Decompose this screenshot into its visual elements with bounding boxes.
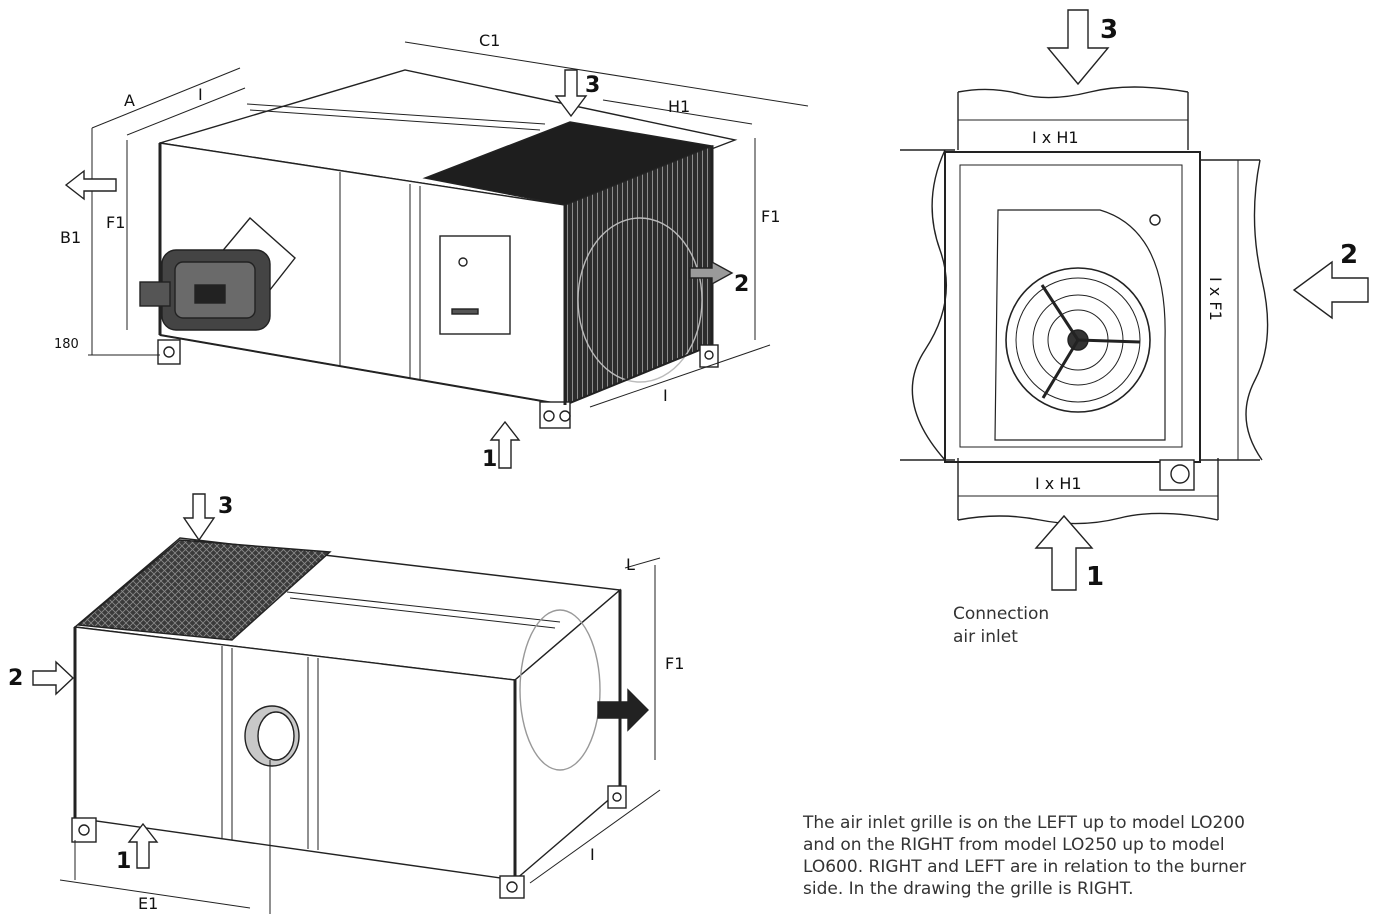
outlet-arrow-icon [64,169,117,201]
dimensions-top [88,41,809,408]
leg [157,339,181,365]
housing [944,151,1201,463]
front-view-arrows [1034,9,1369,591]
arrow-3-icon [554,69,588,118]
arrow-3-icon [1046,9,1110,86]
arrow-1-icon [127,822,159,869]
dim-l: L [626,555,635,574]
front-arrow-label-2: 2 [1340,240,1358,270]
dim-a: A [124,91,135,110]
duct-bottom [957,458,1219,525]
grille-note: The air inlet grille is on the LEFT up t… [803,812,1363,900]
leg [539,401,571,429]
burner [139,216,296,331]
top-grille [76,539,332,641]
arrow-label-2: 2 [8,666,23,691]
label-bottom-duct: I x H1 [1035,474,1082,493]
dim-e1: E1 [138,894,158,913]
duct-top [957,86,1189,150]
dim-180: 180 [54,337,79,352]
note-line-1: The air inlet grille is on the LEFT up t… [803,813,1245,833]
outlet-arrow-icon [597,688,649,732]
airflow-arrows-top [64,69,734,469]
dim-b1: B1 [60,228,81,247]
leg [499,875,525,899]
dimension-labels-top: A I C1 H1 F1 F1 B1 180 I [54,31,780,405]
arrow-3-icon [182,493,216,542]
arrow-2-icon [32,660,75,696]
leg [607,785,627,809]
caption-line-2: air inlet [953,627,1018,647]
arrow-label-2: 2 [734,272,749,297]
arrow-2-icon [1292,260,1369,320]
arrow-2-icon [689,260,734,286]
connection-caption: Connection air inlet [953,603,1113,649]
fan-scroll [994,209,1166,441]
dim-i: I [198,85,203,104]
label-top-duct: I x H1 [1032,128,1079,147]
airflow-arrows-bottom [32,493,649,869]
leg [699,344,719,368]
dim-f1: F1 [665,654,684,673]
arrow-1-icon [1034,514,1094,591]
note-line-2: and on the RIGHT from model LO250 up to … [803,835,1225,855]
arrow-label-1: 1 [482,447,497,472]
control-box [439,235,511,335]
fan-wheel [1005,267,1151,413]
label-side-duct: I x F1 [1206,277,1225,321]
dim-f1-right: F1 [761,207,780,226]
unit-iso-bottom [71,537,627,899]
front-view [900,86,1269,525]
dim-h1: H1 [668,97,690,116]
arrow-label-1: 1 [116,849,131,874]
dimensions-bottom [59,557,661,914]
front-arrow-label-1: 1 [1086,562,1104,592]
dim-i-bottom: I [663,386,668,405]
caption-line-1: Connection [953,604,1050,624]
dim-f1-left: F1 [106,213,125,232]
front-arrow-label-3: 3 [1100,15,1118,45]
dim-c1: C1 [479,31,500,50]
arrow-1-icon [489,420,521,469]
note-line-4: side. In the drawing the grille is RIGHT… [803,879,1134,899]
dimension-labels-bottom: L F1 E1 I [138,555,684,913]
arrow-label-3: 3 [585,73,600,98]
leg [71,817,97,843]
dim-i: I [590,845,595,864]
arrow-label-3: 3 [218,494,233,519]
note-line-3: LO600. RIGHT and LEFT are in relation to… [803,857,1247,877]
unit-iso-top [139,69,738,429]
